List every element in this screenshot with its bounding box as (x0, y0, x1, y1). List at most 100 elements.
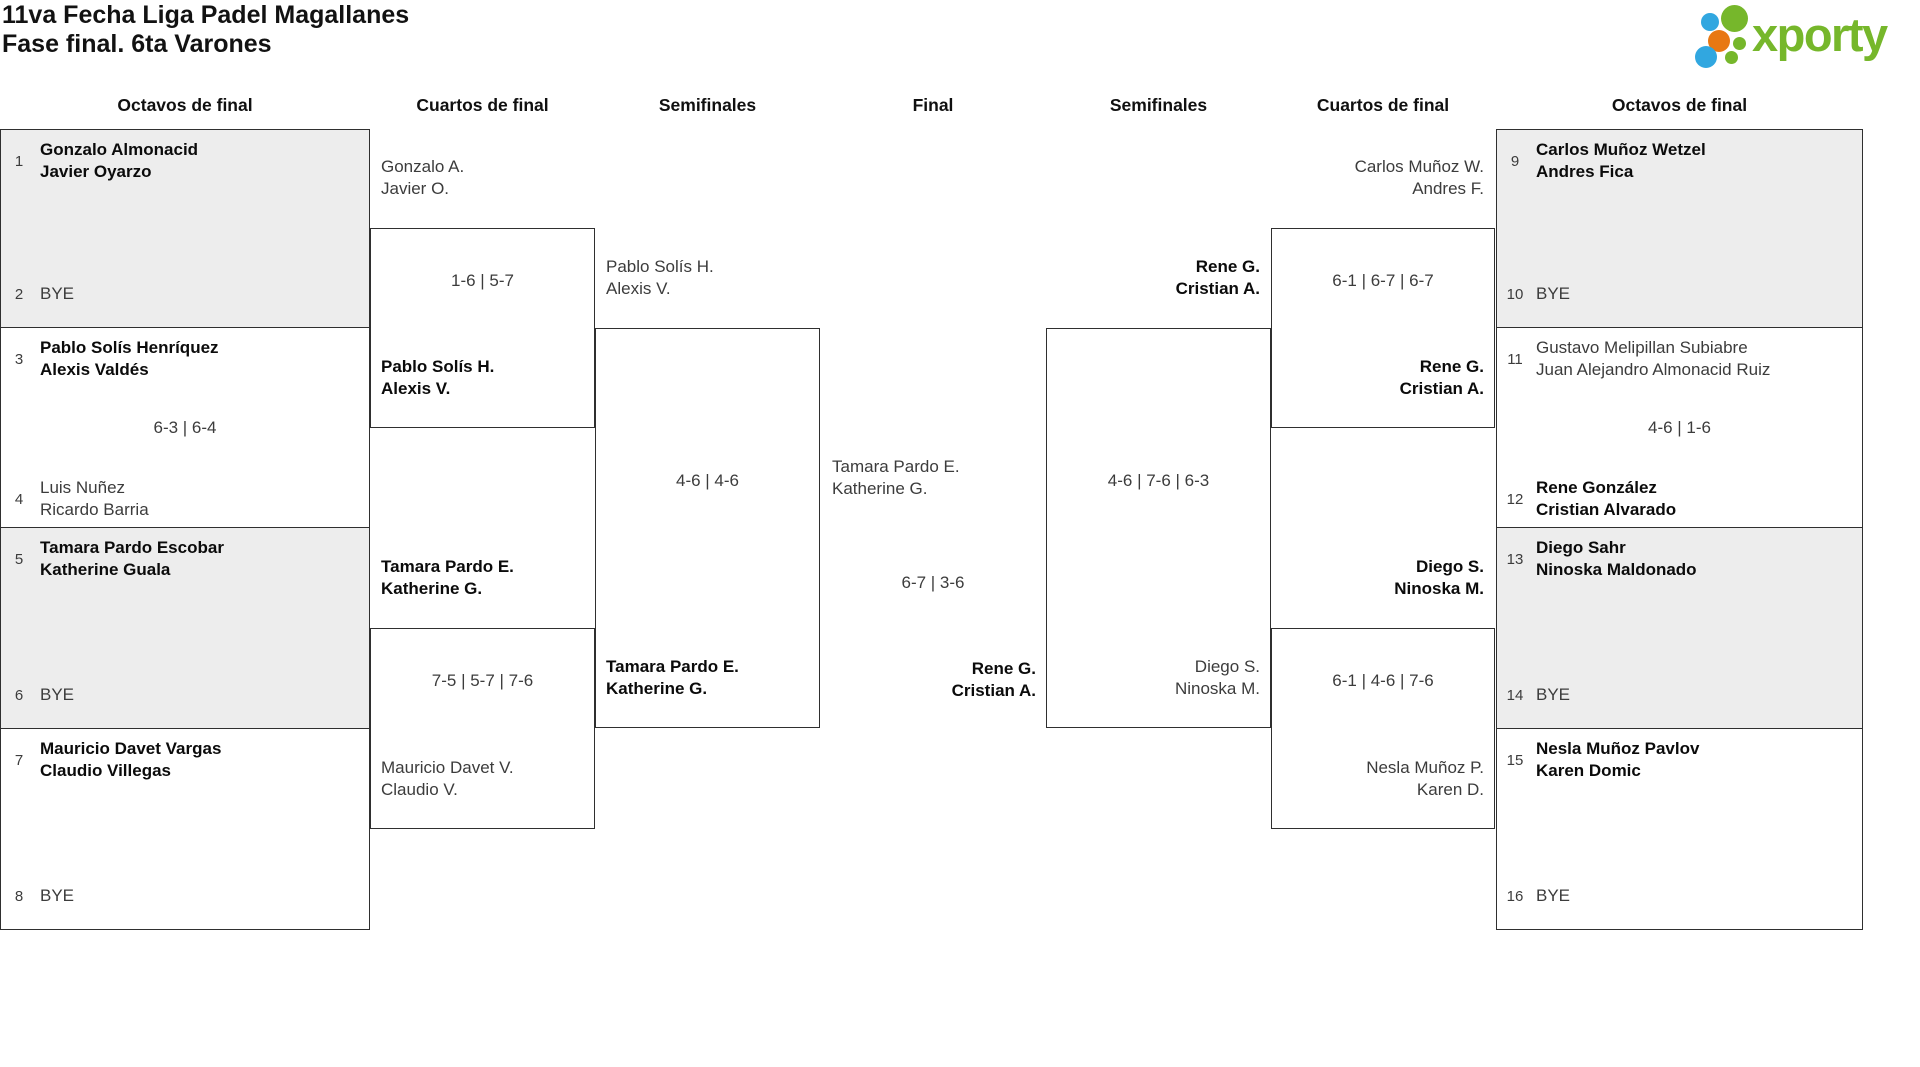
qf-left-2-score: 7-5 | 5-7 | 7-6 (431, 671, 534, 690)
seed-number: 9 (1510, 152, 1520, 170)
page-title-line1: 11va Fecha Liga Padel Magallanes (2, 1, 410, 29)
seed-number: 7 (14, 751, 24, 769)
round-header-cuartos-right: Cuartos de final (1316, 95, 1450, 115)
logo-dot-orange-icon (1708, 30, 1730, 52)
bracket-slot: 16 BYE (1503, 885, 1852, 907)
bye-label: BYE (40, 685, 75, 704)
qf-right-2-team-top: Diego S.Ninoska M. (1394, 557, 1484, 598)
qf-right-1-team-top: Carlos Muñoz W.Andres F. (1354, 157, 1484, 198)
sf-left-score: 4-6 | 4-6 (675, 471, 739, 490)
seed-number: 12 (1506, 490, 1524, 508)
bracket-slot: 14 BYE (1503, 684, 1852, 706)
qf-left-2-box (370, 628, 595, 829)
bye-label: BYE (1536, 685, 1571, 704)
round-header-semis-right: Semifinales (1109, 95, 1208, 115)
round-header-cuartos-left: Cuartos de final (416, 95, 549, 115)
qf-left-1-box (370, 228, 595, 428)
logo-wordmark: xporty (1752, 8, 1888, 61)
sf-right-score: 4-6 | 7-6 | 6-3 (1107, 471, 1210, 490)
logo-dot-green-mid-icon (1733, 37, 1746, 50)
match-score: 4-6 | 1-6 (1647, 417, 1711, 437)
sf-right-team-bottom: Diego S.Ninoska M. (1174, 657, 1260, 698)
bye-label: BYE (1536, 284, 1571, 303)
qf-left-1-team-bottom: Pablo Solís H.Alexis V. (381, 357, 495, 398)
sf-left-team-top: Pablo Solís H.Alexis V. (606, 257, 714, 298)
bye-label: BYE (40, 284, 75, 303)
match-score: 6-3 | 6-4 (153, 417, 217, 437)
logo-dot-green-big-icon (1721, 5, 1748, 32)
logo-dot-blue-top-icon (1701, 13, 1719, 31)
seed-number: 3 (14, 350, 24, 368)
qf-left-2-team-bottom: Mauricio Davet V.Claudio V. (381, 758, 514, 799)
final-team-left: Tamara Pardo E.Katherine G. (832, 457, 960, 498)
sf-right-box (1046, 328, 1271, 728)
round-header-octavos-left: Octavos de final (117, 95, 253, 115)
final-score: 6-7 | 3-6 (901, 573, 965, 592)
seed-number: 8 (14, 887, 24, 905)
bracket-slot: 10 BYE (1503, 283, 1852, 305)
bye-label: BYE (40, 886, 75, 905)
sf-left-box (595, 328, 820, 728)
round-header-semis-left: Semifinales (658, 95, 757, 115)
qf-right-1-score: 6-1 | 6-7 | 6-7 (1332, 271, 1434, 290)
seed-number: 11 (1507, 350, 1523, 368)
page-title-line2: Fase final. 6ta Varones (2, 30, 272, 58)
bracket-slot: 8 BYE (7, 885, 359, 907)
round-header-final: Final (912, 95, 954, 115)
seed-number: 6 (14, 686, 24, 704)
page-title: 11va Fecha Liga Padel Magallanes Fase fi… (2, 1, 409, 59)
sf-left-team-bottom: Tamara Pardo E.Katherine G. (606, 657, 739, 698)
seed-number: 2 (14, 285, 24, 303)
sf-right-team-top: Rene G.Cristian A. (1175, 257, 1260, 298)
seed-number: 4 (14, 490, 24, 508)
seed-number: 15 (1506, 751, 1524, 769)
seed-number: 1 (14, 152, 24, 170)
seed-number: 10 (1506, 285, 1524, 303)
qf-left-1-team-top: Gonzalo A.Javier O. (381, 157, 465, 198)
xporty-logo[interactable]: xporty (1688, 2, 1918, 68)
seed-number: 13 (1506, 550, 1524, 568)
qf-right-1-team-bottom: Rene G.Cristian A. (1399, 357, 1484, 398)
qf-right-1-box (1271, 228, 1495, 428)
qf-right-2-box (1271, 628, 1495, 829)
bracket-slot: 2 BYE (7, 283, 359, 305)
qf-left-1-score: 1-6 | 5-7 (450, 271, 514, 290)
bye-label: BYE (1536, 886, 1571, 905)
seed-number: 5 (14, 550, 24, 568)
seed-number: 16 (1506, 887, 1524, 905)
logo-dot-blue-bottom-icon (1695, 46, 1717, 68)
qf-left-2-team-top: Tamara Pardo E.Katherine G. (381, 557, 514, 598)
logo-dot-green-small-icon (1725, 51, 1738, 64)
bracket-slot: 6 BYE (7, 684, 359, 706)
qf-right-2-team-bottom: Nesla Muñoz P.Karen D. (1366, 758, 1484, 799)
final-team-right: Rene G.Cristian A. (951, 659, 1036, 700)
seed-number: 14 (1506, 686, 1524, 704)
qf-right-2-score: 6-1 | 4-6 | 7-6 (1332, 671, 1434, 690)
